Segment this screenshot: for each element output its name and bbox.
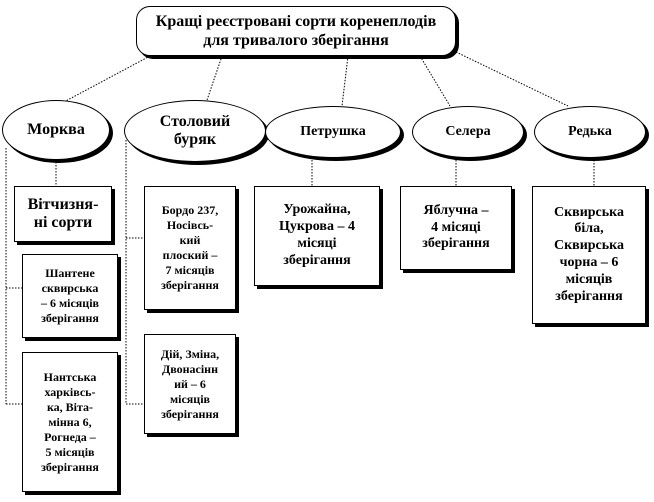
category-parsley: Петрушка	[265, 106, 401, 158]
category-radish: Редька	[534, 106, 646, 158]
connector-title-carrot	[61, 55, 151, 104]
connector-title-celery	[419, 55, 451, 107]
category-carrot-label: Морква	[27, 120, 85, 138]
category-carrot: Морква	[2, 100, 110, 160]
connector-title-beet	[205, 55, 223, 104]
carrot-variety-nantska: Нантська харківсь- ка, Віта- мінна 6, Ро…	[22, 352, 118, 492]
beet-variety-dii: Дій, Зміна, Двонасінн ий – 6 місяців збе…	[144, 334, 236, 434]
beet-variety-bordo: Бордо 237, Носівсь- кий плоский – 7 міся…	[144, 186, 236, 310]
celery-variety: Яблучна – 4 місяці зберігання	[400, 186, 512, 270]
parsley-variety: Урожайна, Цукрова – 4 місяці зберігання	[254, 186, 380, 286]
connector-title-parsley	[341, 55, 349, 107]
category-beet: Столовий буряк	[124, 100, 266, 162]
carrot-variety-shantene: Шантене сквирська – 6 місяців зберігання	[22, 254, 118, 338]
carrot-varieties-header: Вітчизня- ні сорти	[14, 186, 112, 242]
radish-variety: Сквирська біла, Сквирська чорна – 6 міся…	[532, 186, 646, 324]
connector-title-radish	[455, 51, 569, 107]
category-radish-label: Редька	[568, 123, 612, 139]
category-celery: Селера	[412, 106, 524, 158]
diagram-title: Кращі реєстровані сорти коренеплодів для…	[136, 6, 456, 56]
category-celery-label: Селера	[445, 123, 491, 139]
category-beet-label: Столовий буряк	[159, 112, 231, 148]
category-parsley-label: Петрушка	[300, 123, 366, 139]
